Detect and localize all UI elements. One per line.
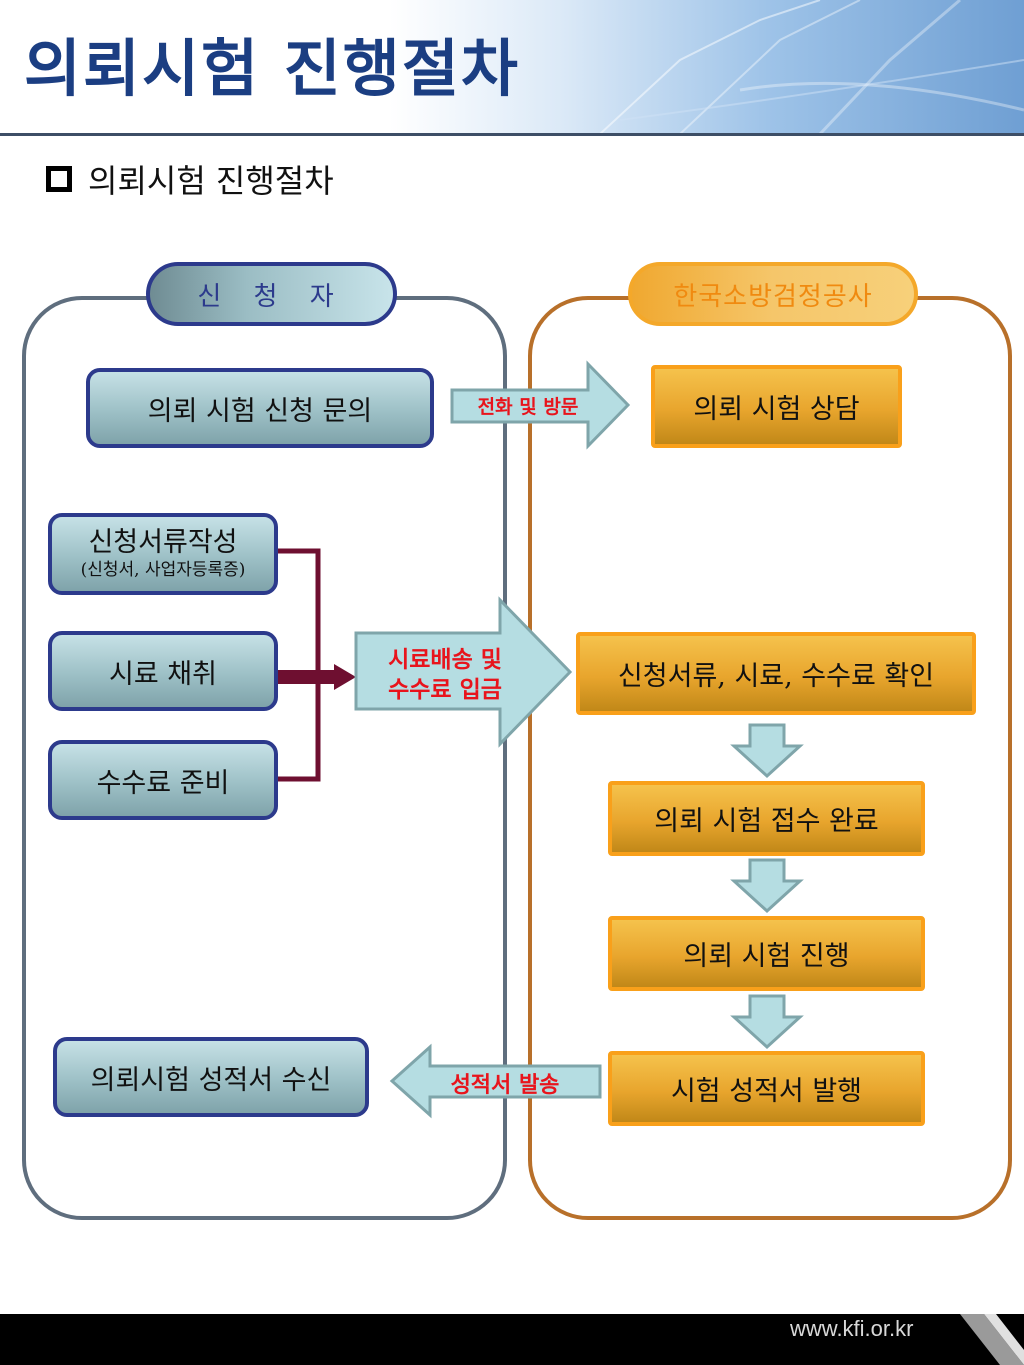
step-documents-detail: (신청서, 사업자등록증) [80,560,246,580]
down-arrow-1 [730,723,804,779]
section-heading: 의뢰시험 진행절차 [88,162,334,200]
step-accept: 의뢰 시험 접수 완료 [608,781,925,856]
footer-url: www.kfi.or.kr [790,1316,914,1341]
step-inquiry: 의뢰 시험 신청 문의 [86,368,434,448]
phone-visit-label: 전화 및 방문 [477,396,579,418]
header-banner [0,0,1024,136]
report-arrow [389,1043,602,1119]
step-issue-report: 시험 성적서 발행 [608,1051,925,1126]
step-confirm: 신청서류, 시료, 수수료 확인 [576,632,976,715]
step-receive-report: 의뢰시험 성적서 수신 [53,1037,369,1117]
down-arrow-3 [730,994,804,1050]
shipment-label-line2: 수수료 입금 [388,677,502,703]
phone-visit-arrow [450,360,631,450]
step-documents: 신청서류작성 (신청서, 사업자등록증) [48,513,278,595]
step-progress: 의뢰 시험 진행 [608,916,925,991]
step-fee: 수수료 준비 [48,740,278,820]
connector-bracket [278,548,340,782]
step-consult: 의뢰 시험 상담 [651,365,902,448]
shipment-label: 시료배송 및 수수료 입금 [360,645,530,705]
section-bullet-icon [46,166,72,192]
step-documents-title: 신청서류작성 [88,527,238,558]
header-divider [0,133,1024,136]
footer-decoration [960,1314,1024,1365]
footer-bar [0,1314,1024,1365]
page-title: 의뢰시험 진행절차 [24,32,520,105]
applicant-label: 신 청 자 [146,262,397,326]
header-decoration [599,0,1024,134]
report-label: 성적서 발송 [450,1073,560,1098]
shipment-label-line1: 시료배송 및 [388,647,502,673]
kfi-label: 한국소방검정공사 [628,262,918,326]
shipment-arrow [354,596,573,748]
connector-arrow-head [334,664,356,690]
down-arrow-2 [730,858,804,914]
step-sample: 시료 채취 [48,631,278,711]
